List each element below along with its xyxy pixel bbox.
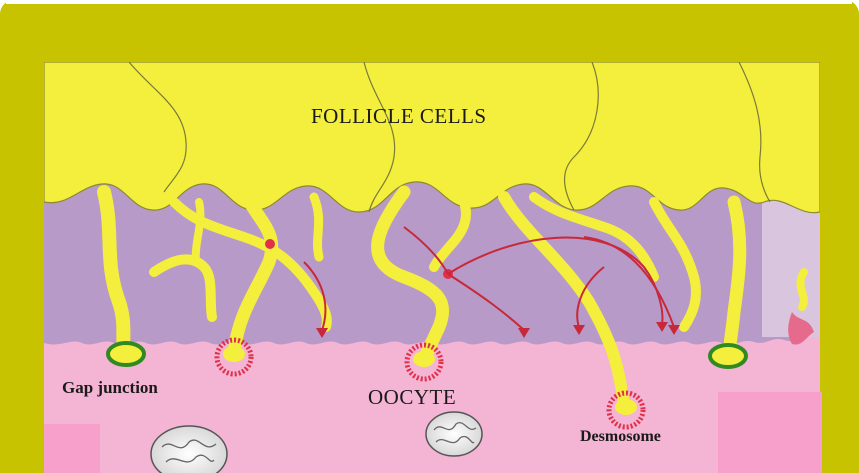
mitochondrion-body [426,412,482,456]
desmosome-core [223,346,245,362]
pink-patch-right [718,392,822,473]
process-branch-7 [196,202,201,262]
process-junction [265,239,275,249]
oocyte-label: OOCYTE [368,385,456,410]
gap-junction-label: Gap junction [62,378,158,398]
process-branch-6 [314,197,319,257]
slide-top-edge [6,0,852,4]
follicle-oocyte-figure: FOLLICLE CELLS Gap junction OOCYTE Desmo… [44,62,820,473]
mitochondrion-2 [426,412,482,456]
desmosome-label: Desmosome [580,428,661,446]
follicle-cells-label: FOLLICLE CELLS [311,104,487,129]
desmosome-core [413,351,435,367]
desmosome-core [615,399,637,415]
pink-patch-left [44,424,100,473]
process-right-blob [800,272,804,307]
gap-junction-right [710,345,746,367]
gap-junction-left [108,343,144,365]
